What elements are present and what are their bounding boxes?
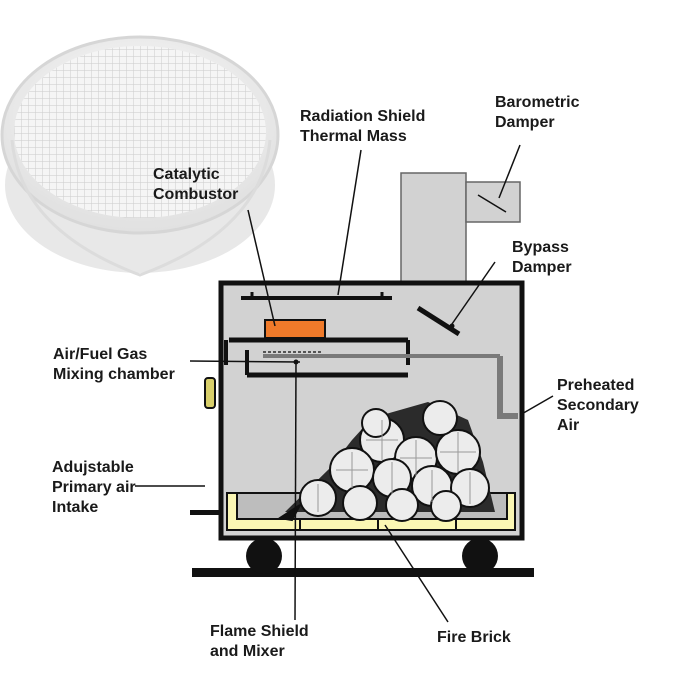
- label-primary-air-intake: Adujstable Primary air Intake: [52, 459, 136, 516]
- bypass-damper-blade: [416, 305, 461, 337]
- barometric-damper-blade: [477, 194, 507, 213]
- flue: [400, 172, 467, 284]
- catalytic-combustor-photo: [0, 35, 280, 277]
- left-wheel: [246, 538, 282, 574]
- label-fire-brick: Fire Brick: [437, 629, 511, 646]
- label-radiation-shield: Radiation Shield Thermal Mass: [300, 108, 426, 145]
- right-wheel: [462, 538, 498, 574]
- label-preheated-secondary-air: Preheated Secondary Air: [557, 377, 639, 434]
- label-flame-shield: Flame Shield and Mixer: [210, 623, 309, 660]
- log-pile: [277, 400, 495, 522]
- label-air-fuel-gas: Air/Fuel Gas Mixing chamber: [53, 346, 175, 383]
- label-barometric-damper: Barometric Damper: [495, 94, 580, 131]
- leader-lines: [135, 144, 554, 623]
- label-bypass-damper: Bypass Damper: [512, 239, 572, 276]
- barometric-damper-box: [465, 181, 521, 223]
- door-handle: [204, 377, 216, 409]
- ground-line: [192, 568, 534, 577]
- label-catalytic-combustor: Catalytic Combustor: [153, 166, 239, 203]
- secondary-air-riser: [497, 356, 518, 419]
- primary-air-intake-slide: [190, 510, 223, 515]
